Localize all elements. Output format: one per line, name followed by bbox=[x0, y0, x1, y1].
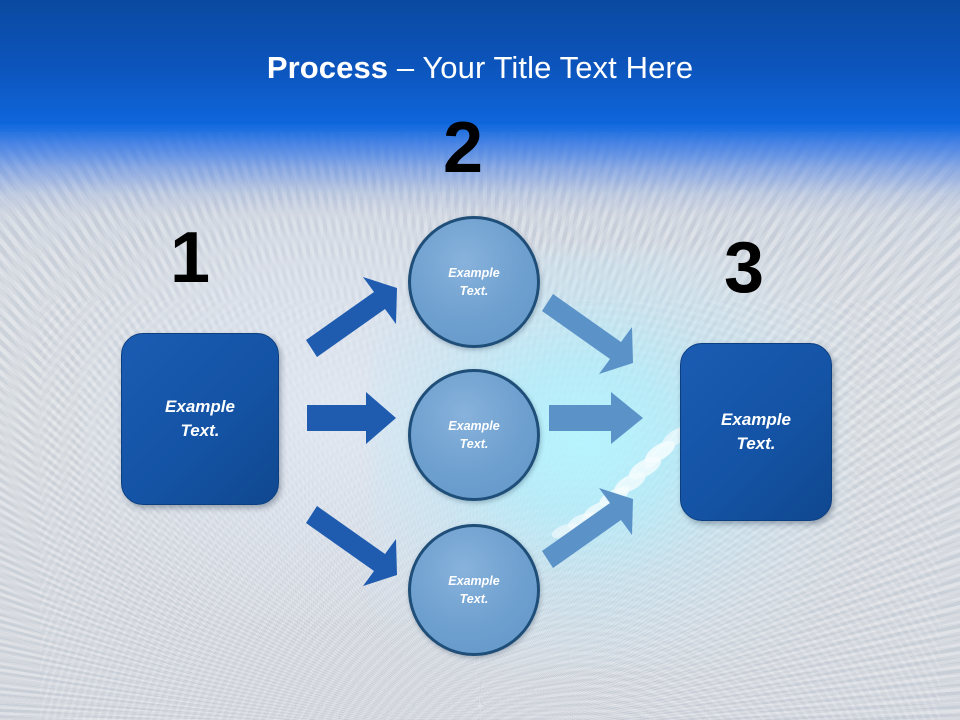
process-box-right-label: Example Text. bbox=[721, 410, 791, 453]
arrow-bottom-to-right bbox=[542, 488, 633, 568]
header-banner-fade bbox=[0, 124, 960, 234]
process-box-left[interactable]: Example Text. bbox=[121, 333, 279, 505]
step-number-2: 2 bbox=[443, 108, 484, 188]
arrow-left-to-bottom bbox=[306, 506, 397, 586]
arrow-left-to-top bbox=[306, 277, 397, 357]
step-number-1: 1 bbox=[170, 218, 211, 298]
slide-title-bold: Process bbox=[266, 50, 389, 85]
process-circle-middle-label: Example Text. bbox=[448, 419, 500, 451]
process-circle-bottom[interactable]: Example Text. bbox=[408, 524, 540, 656]
process-circle-middle[interactable]: Example Text. bbox=[408, 369, 540, 501]
step-number-3: 3 bbox=[724, 228, 765, 308]
slide-title: Process – Your Title Text Here bbox=[0, 50, 960, 86]
arrow-left-to-middle bbox=[307, 392, 396, 444]
process-box-right[interactable]: Example Text. bbox=[680, 343, 832, 521]
arrow-top-to-right bbox=[542, 294, 633, 374]
header-banner-band bbox=[0, 0, 960, 132]
process-circle-top[interactable]: Example Text. bbox=[408, 216, 540, 348]
process-circle-top-label: Example Text. bbox=[448, 266, 500, 298]
slide-title-rest: – Your Title Text Here bbox=[388, 50, 694, 85]
arrow-middle-to-right bbox=[549, 392, 643, 444]
process-box-left-label: Example Text. bbox=[165, 397, 235, 440]
process-circle-bottom-label: Example Text. bbox=[448, 574, 500, 606]
